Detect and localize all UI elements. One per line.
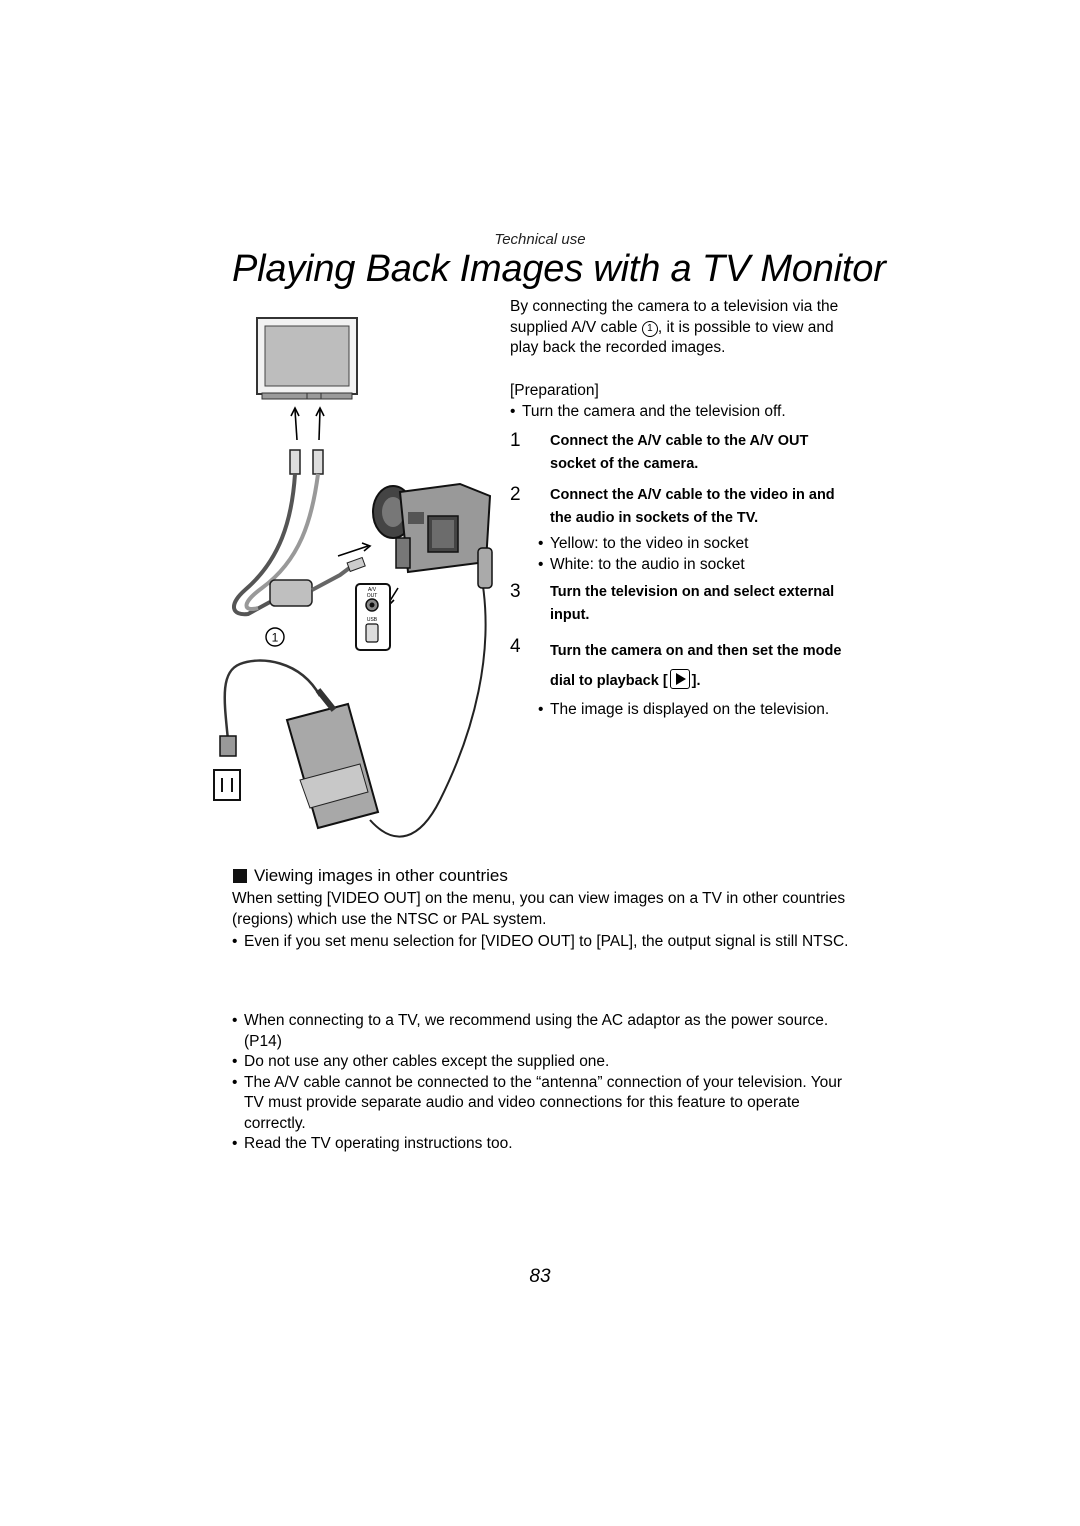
intro-text-before: By connecting the camera to a television… [510, 298, 839, 336]
note-text: The A/V cable cannot be connected to the… [244, 1073, 843, 1132]
power-outlet-icon [213, 735, 241, 801]
dc-cable-core [477, 547, 493, 589]
notes-list: •When connecting to a TV, we recommend u… [232, 1011, 852, 1155]
list-item: •Turn the camera and the television off. [510, 402, 850, 423]
bullet-text: Even if you set menu selection for [VIDE… [244, 933, 849, 950]
step-1: 1 Connect the A/V cable to the A/V OUT s… [510, 430, 850, 476]
list-item: •The A/V cable cannot be connected to th… [232, 1073, 852, 1135]
step-number: 1 [510, 430, 521, 451]
list-item: •Even if you set menu selection for [VID… [232, 932, 852, 953]
av-out-port-icon: A/V OUT USB [355, 583, 391, 651]
port-av-label: A/V [368, 587, 377, 593]
callout-1-ref: 1 [641, 320, 658, 337]
tv-icon [256, 317, 358, 400]
list-item: •The image is displayed on the televisio… [538, 700, 850, 721]
step-4-bullets: •The image is displayed on the televisio… [538, 700, 850, 721]
callout-1: 1 [265, 627, 285, 647]
list-item: •Do not use any other cables except the … [232, 1052, 852, 1073]
dc-cable [369, 559, 487, 838]
step-number: 4 [510, 636, 521, 657]
section-heading-text: Viewing images in other countries [254, 866, 508, 885]
callout-1-label: 1 [272, 631, 279, 645]
step-4-text: Turn the camera on and then set the mode… [550, 643, 842, 689]
step-number: 2 [510, 484, 521, 505]
list-item: •Yellow: to the video in socket [538, 534, 850, 555]
step-4-text-end: ]. [691, 673, 701, 689]
step-text: Turn the television on and select extern… [550, 584, 835, 623]
bullet-text: White: to the audio in socket [550, 555, 745, 573]
preparation-heading: [Preparation] [510, 382, 599, 399]
list-item: •When connecting to a TV, we recommend u… [232, 1011, 852, 1052]
step-text: Connect the A/V cable to the A/V OUT soc… [550, 433, 809, 472]
bullet-text: The image is displayed on the television… [550, 701, 830, 718]
port-out-label: OUT [367, 593, 378, 599]
list-item: •White: to the audio in socket [538, 555, 850, 576]
av-cable-icon [232, 449, 366, 617]
intro-text-after: , it is possible to view and play back t… [510, 318, 834, 357]
section-label: Technical use [494, 231, 586, 248]
bullet-text: Yellow: to the video in socket [550, 535, 749, 552]
port-usb-label: USB [367, 617, 378, 623]
other-countries-text: When setting [VIDEO OUT] on the menu, yo… [232, 889, 852, 953]
step-text: Connect the A/V cable to the video in an… [550, 487, 835, 526]
section-heading: Viewing images in other countries [233, 866, 508, 886]
list-item: •Read the TV operating instructions too. [232, 1134, 852, 1155]
step-text: Turn the camera on and then set the mode… [550, 636, 850, 696]
camera-icon [372, 482, 492, 574]
preparation-bullet: Turn the camera and the television off. [522, 402, 786, 420]
playback-icon [669, 669, 690, 689]
ac-adaptor-icon [223, 659, 380, 830]
note-text: Read the TV operating instructions too. [244, 1135, 513, 1152]
paragraph: When setting [VIDEO OUT] on the menu, yo… [232, 890, 846, 928]
step-number: 3 [510, 581, 521, 602]
step-3: 3 Turn the television on and select exte… [510, 581, 850, 627]
black-square-icon [233, 869, 247, 883]
intro-paragraph: By connecting the camera to a television… [510, 297, 850, 359]
page-title: Playing Back Images with a TV Monitor [232, 248, 886, 290]
note-text: When connecting to a TV, we recommend us… [244, 1012, 829, 1050]
step-2-bullets: •Yellow: to the video in socket •White: … [538, 534, 850, 575]
step-4: 4 Turn the camera on and then set the mo… [510, 636, 850, 696]
page-number: 83 [529, 1266, 551, 1287]
connection-diagram: A/V OUT USB 1 [213, 317, 493, 838]
step-2: 2 Connect the A/V cable to the video in … [510, 484, 850, 530]
note-text: Do not use any other cables except the s… [244, 1053, 610, 1070]
preparation-section: [Preparation] •Turn the camera and the t… [510, 381, 850, 721]
